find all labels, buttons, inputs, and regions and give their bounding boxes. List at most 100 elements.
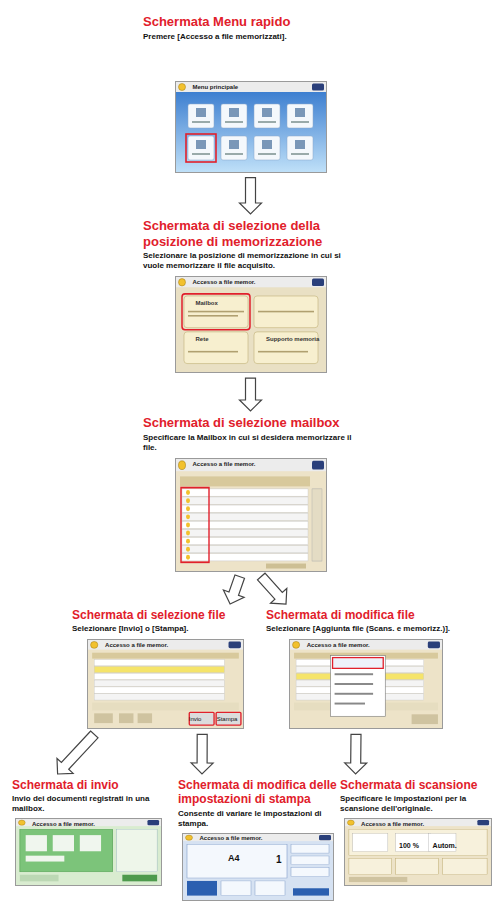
step-description: Premere [Accesso a file memorizzati]. bbox=[143, 32, 358, 42]
screen-detail bbox=[312, 83, 324, 90]
screen-detail bbox=[186, 514, 190, 519]
screen-detail bbox=[345, 819, 491, 826]
screen-detail bbox=[94, 660, 224, 666]
screen-detail bbox=[221, 136, 247, 160]
screen-detail bbox=[335, 674, 374, 676]
step-heading: Schermata di selezione mailbox bbox=[143, 415, 358, 431]
screen-detail bbox=[287, 104, 313, 128]
screen-text: Accesso a file memor. bbox=[193, 461, 256, 467]
screen-detail bbox=[442, 859, 487, 875]
screen-detail bbox=[349, 877, 407, 882]
screen-detail bbox=[179, 83, 186, 90]
screen-detail bbox=[225, 153, 243, 155]
flow-arrow bbox=[191, 734, 213, 774]
screen-detail bbox=[291, 844, 329, 853]
screen-detail bbox=[176, 277, 326, 288]
screen-detail bbox=[94, 674, 224, 680]
screen-text: 100 % bbox=[399, 842, 419, 849]
screen-detail bbox=[88, 640, 243, 650]
step-block: Schermata di selezione mailboxSpecificar… bbox=[143, 415, 358, 571]
screen-detail bbox=[182, 521, 308, 528]
screen-detail bbox=[293, 888, 329, 895]
screen-detail bbox=[258, 311, 314, 313]
screen-detail bbox=[176, 277, 326, 372]
screen-detail bbox=[91, 642, 98, 649]
screen-detail bbox=[26, 856, 65, 862]
screen-detail bbox=[258, 121, 276, 123]
screen-thumbnail: Accesso a file memor. bbox=[16, 819, 161, 885]
screen-detail bbox=[53, 836, 74, 852]
screen-detail bbox=[196, 108, 206, 117]
screen-thumbnail: Accesso a file memor.MailboxReteSupporto… bbox=[176, 277, 326, 372]
screen-detail bbox=[188, 351, 238, 353]
screen-detail bbox=[287, 136, 313, 160]
screen-detail bbox=[312, 279, 324, 286]
step-description: Selezionare [Aggiunta file (Scans. e mem… bbox=[266, 624, 466, 634]
screen-detail bbox=[345, 819, 491, 885]
screen-text: Autom. bbox=[433, 842, 457, 849]
step-block: Schermata di selezione fileSelezionare [… bbox=[72, 608, 258, 728]
screen-detail bbox=[182, 513, 308, 520]
step-block: Schermata di modifica delle impostazioni… bbox=[178, 778, 338, 900]
screen-text: A4 bbox=[228, 854, 240, 863]
screen-detail bbox=[176, 277, 326, 372]
step-description: Specificare la Mailbox in cui si desider… bbox=[143, 433, 358, 453]
screen-detail bbox=[186, 134, 216, 162]
screen-detail bbox=[192, 153, 210, 155]
step-block: Schermata di modifica fileSelezionare [A… bbox=[266, 608, 466, 728]
step-block: Schermata di scansioneSpecificare le imp… bbox=[340, 778, 496, 885]
screen-detail bbox=[20, 875, 59, 882]
screen-detail bbox=[254, 296, 318, 328]
screen-detail bbox=[429, 834, 456, 852]
screen-detail bbox=[396, 859, 439, 875]
screen-detail bbox=[176, 471, 326, 571]
screen-detail bbox=[225, 121, 243, 123]
screen-detail bbox=[216, 713, 241, 726]
screen-detail bbox=[221, 881, 251, 896]
screen-detail bbox=[186, 506, 190, 511]
screen-detail bbox=[255, 881, 285, 896]
screen-detail bbox=[189, 713, 214, 726]
screen-thumbnail: Menu principale bbox=[176, 82, 326, 172]
screen-detail bbox=[229, 108, 239, 117]
step-description: Consente di variare le impostazioni di s… bbox=[178, 809, 338, 829]
screen-detail bbox=[80, 836, 101, 852]
screen-detail bbox=[293, 642, 300, 649]
screen-detail bbox=[291, 868, 329, 877]
screen-detail bbox=[182, 553, 308, 560]
screen-detail bbox=[117, 830, 158, 873]
flow-arrow bbox=[240, 378, 262, 411]
screen-detail bbox=[186, 546, 190, 551]
screen-detail bbox=[345, 819, 491, 885]
step-heading: Schermata Menu rapido bbox=[143, 14, 358, 30]
screen-detail bbox=[188, 311, 244, 313]
screen-detail bbox=[349, 830, 487, 856]
screen-detail bbox=[291, 121, 309, 123]
screen-detail bbox=[335, 683, 374, 685]
screen-detail bbox=[345, 827, 491, 886]
screen-detail bbox=[16, 827, 161, 886]
screen-detail bbox=[183, 834, 333, 841]
screen-detail bbox=[26, 836, 47, 852]
screen-detail bbox=[295, 140, 305, 149]
screen-detail bbox=[254, 104, 280, 128]
step-heading: Schermata di selezione della posizione d… bbox=[143, 218, 358, 249]
step-block: Schermata di selezione della posizione d… bbox=[143, 218, 358, 372]
screen-detail bbox=[182, 497, 308, 504]
screen-detail bbox=[188, 104, 214, 128]
screen-detail bbox=[179, 460, 186, 469]
screen-detail bbox=[312, 460, 324, 469]
screen-detail bbox=[188, 315, 238, 317]
screen-thumbnail: Accesso a file memor.A41 bbox=[183, 834, 333, 900]
screen-detail bbox=[291, 153, 309, 155]
screen-thumbnail: Accesso a file memor. 100 % Autom. bbox=[345, 819, 491, 885]
screen-detail bbox=[221, 104, 247, 128]
screen-detail bbox=[186, 835, 193, 840]
screen-text: Accesso a file memor. bbox=[361, 821, 424, 827]
screen-detail bbox=[182, 505, 308, 512]
screen-detail bbox=[412, 715, 438, 725]
screen-detail bbox=[16, 819, 161, 885]
screen-detail bbox=[254, 136, 280, 160]
screen-detail bbox=[428, 642, 440, 649]
